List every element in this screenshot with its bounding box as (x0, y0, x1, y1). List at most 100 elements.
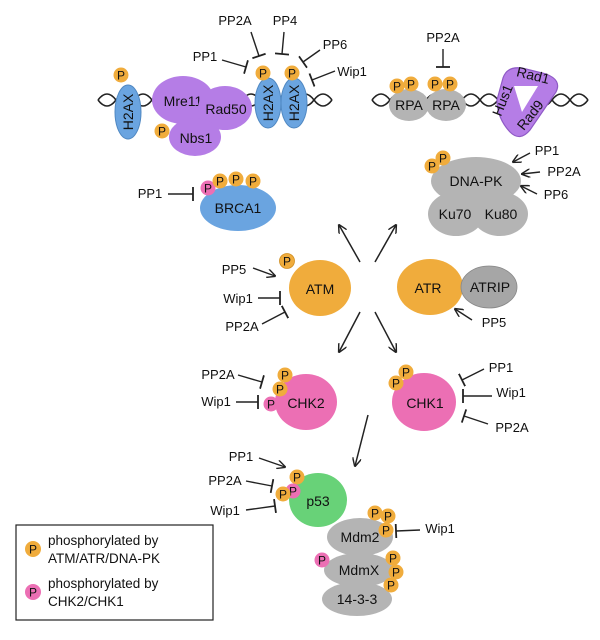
rpa-pp2a-label: PP2A (426, 30, 460, 45)
p53-pp1-arrow (258, 457, 285, 467)
mre11-label: Mre11 (164, 93, 203, 109)
legend-line1b: ATM/ATR/DNA-PK (48, 551, 160, 566)
svg-text:P: P (393, 80, 401, 94)
top-pp6-inhibit (298, 49, 321, 69)
chk1-pp2a-label: PP2A (495, 420, 529, 435)
dnapk-pp1-label: PP1 (535, 143, 560, 158)
svg-text:P: P (117, 69, 125, 83)
h2ax-left-label: H2AX (120, 93, 136, 130)
svg-text:P: P (407, 78, 415, 92)
nbs1-node (169, 118, 221, 156)
atrip-node (460, 265, 518, 309)
svg-text:P: P (259, 67, 267, 81)
svg-text:P: P (446, 78, 454, 92)
phospho-badge-mdmx-pink: P (314, 552, 330, 568)
phospho-badge-chk1-2: P (388, 375, 404, 391)
svg-text:P: P (439, 152, 447, 166)
h2ax-mid2-label: H2AX (286, 84, 302, 121)
top-pp2a-inhibit (250, 31, 266, 60)
svg-text:P: P (279, 488, 287, 502)
phospho-badge-rpa1-a: P (389, 78, 405, 94)
svg-text:P: P (289, 485, 297, 499)
svg-text:P: P (293, 471, 301, 485)
dnapk-label: DNA-PK (450, 173, 504, 189)
mdm-wip1-label: Wip1 (425, 521, 455, 536)
svg-text:P: P (29, 586, 37, 600)
chk1-node (392, 373, 456, 431)
mdmx-node (324, 553, 394, 587)
legend-line2b: CHK2/CHK1 (48, 594, 124, 609)
ku70-node (428, 192, 484, 236)
phospho-badge-p53-1: P (289, 469, 305, 485)
svg-text:P: P (281, 369, 289, 383)
phospho-badge-chk2-1: P (277, 367, 293, 383)
rpa1-label: RPA (395, 97, 423, 113)
svg-text:P: P (384, 510, 392, 524)
phospho-badge-mdm2-2: P (380, 508, 396, 524)
phospho-badge-brca1-2: P (228, 171, 244, 187)
phospho-badge-p53-2: P (275, 486, 291, 502)
h2ax-mid1-label: H2AX (260, 84, 276, 121)
chk1-pp1-label: PP1 (489, 360, 514, 375)
legend-line2a: phosphorylated by (48, 576, 159, 591)
top-pp6-label: PP6 (323, 37, 348, 52)
dnapk-pp6-arrow (521, 186, 538, 195)
phospho-badge-chk1-1: P (398, 364, 414, 380)
chk2-node (275, 374, 337, 430)
phospho-badge-atm: P (279, 253, 295, 269)
svg-text:P: P (288, 67, 296, 81)
svg-text:P: P (216, 175, 224, 189)
svg-text:P: P (431, 78, 439, 92)
atr-pp5-label: PP5 (482, 315, 507, 330)
h2ax-left-node (114, 84, 142, 140)
atm-pp5-label: PP5 (222, 262, 247, 277)
ku80-label: Ku80 (485, 206, 518, 222)
brca1-label: BRCA1 (215, 200, 262, 216)
svg-text:P: P (428, 160, 436, 174)
p53-label: p53 (306, 493, 330, 509)
svg-text:P: P (204, 182, 212, 196)
top-wip1-inhibit (308, 70, 336, 87)
svg-text:P: P (232, 173, 240, 187)
atm-label: ATM (306, 281, 335, 297)
top-wip1-label: Wip1 (337, 64, 367, 79)
p53-pp2a-inhibit (245, 478, 275, 494)
rad1-label: Rad1 (515, 63, 552, 87)
svg-text:P: P (387, 579, 395, 593)
arrow-to-chk1 (374, 311, 396, 352)
atr-pp5-arrow (455, 309, 473, 321)
phospho-badge-h2ax-left: P (113, 67, 129, 83)
chk1-wip1-label: Wip1 (496, 385, 526, 400)
chk2-pp2a-label: PP2A (201, 367, 235, 382)
phospho-badge-mdmx-2: P (388, 564, 404, 580)
legend-orange-badge: P (25, 541, 41, 557)
svg-text:P: P (392, 566, 400, 580)
rpa1-node (389, 89, 429, 121)
phospho-badge-nbs1: P (154, 123, 170, 139)
dnapk-pp2a-arrow (522, 172, 541, 174)
p53-wip1-label: Wip1 (210, 503, 240, 518)
svg-text:P: P (318, 554, 326, 568)
phospho-badge-mdm2-3: P (378, 522, 394, 538)
phospho-badge-h2ax-mid2: P (284, 65, 300, 81)
nbs1-label: Nbs1 (180, 130, 213, 146)
brca1-pp1-label: PP1 (138, 186, 163, 201)
atm-wip1-label: Wip1 (223, 291, 253, 306)
arrow-to-brca1 (339, 225, 361, 263)
chk1-label: CHK1 (406, 395, 444, 411)
dnapk-pp1-arrow (513, 152, 531, 162)
chk2-label: CHK2 (287, 395, 325, 411)
atm-node (289, 260, 351, 316)
atr-node (397, 259, 463, 315)
phospho-badge-brca1-pink: P (200, 180, 216, 196)
rad50-label: Rad50 (205, 101, 246, 117)
p53-pp1-label: PP1 (229, 449, 254, 464)
svg-text:P: P (267, 398, 275, 412)
legend-box (15, 524, 214, 621)
legend: P phosphorylated by ATM/ATR/DNA-PK P pho… (15, 524, 214, 621)
p1433-label: 14-3-3 (337, 591, 378, 607)
rpa2-node (426, 89, 466, 121)
arrow-to-chk2 (339, 311, 361, 352)
phospho-badge-mdm2-1: P (367, 505, 383, 521)
